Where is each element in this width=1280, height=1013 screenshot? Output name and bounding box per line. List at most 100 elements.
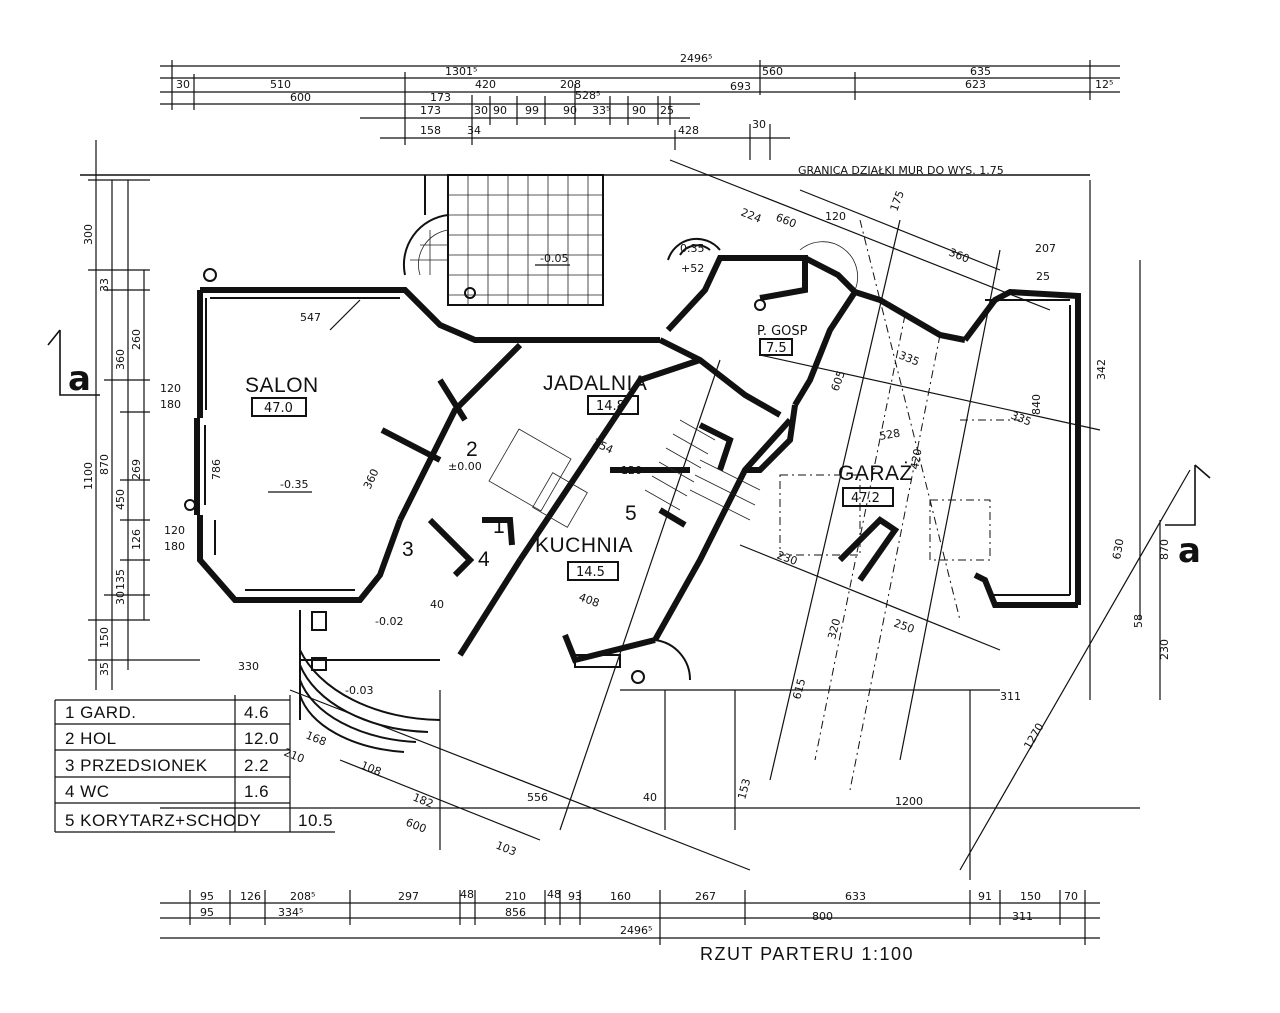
legend-row-3-area: 2.2 [244, 756, 269, 775]
section-label-right: a [1178, 531, 1201, 571]
dim-right-342: 342 [1095, 359, 1108, 380]
dim-left-360: 360 [114, 349, 127, 370]
dim-top-90a: 90 [493, 104, 507, 117]
dim-top-30b: 30 [474, 104, 488, 117]
garage-parking-outline [779, 219, 1020, 791]
dim-left-1100: 1100 [82, 462, 95, 490]
dim-left-120: 120 [160, 382, 181, 395]
dim-left-180: 180 [160, 398, 181, 411]
dim-left-126: 126 [130, 529, 143, 550]
dim-bottom-70: 70 [1064, 890, 1078, 903]
dim-left-180b: 180 [164, 540, 185, 553]
dim-left-450: 450 [114, 489, 127, 510]
room-number-4: 4 [478, 548, 490, 571]
right-dimension-chains: 207 25 342 1270 630 870 230 311 58 [1000, 180, 1171, 752]
dim-mid-408: 408 [577, 591, 601, 610]
dim-top-25: 25 [660, 104, 674, 117]
level-porch: -0.02 [375, 615, 403, 628]
dim-top-34: 34 [467, 124, 481, 137]
dim-mid-600: 600 [404, 816, 428, 836]
room-salon-label: SALON [245, 374, 319, 397]
dim-left-135: 135 [114, 569, 127, 590]
drawing-title: RZUT PARTERU 1:100 [700, 944, 914, 964]
dim-bottom-91: 91 [978, 890, 992, 903]
dim-mid-360b: 360 [361, 467, 382, 492]
dim-left-35: 35 [98, 662, 111, 676]
dim-right-25: 25 [1036, 270, 1050, 283]
room-jadalnia-label: JADALNIA [543, 372, 647, 395]
dim-left-260: 260 [130, 329, 143, 350]
section-mark-right: a [1165, 464, 1211, 571]
legend-row: 1 GARD. 4.6 [65, 703, 269, 722]
dim-top-99: 99 [525, 104, 539, 117]
room-jadalnia-area: 14.8 [596, 399, 625, 414]
room-garaz-area: 47.2 [851, 491, 880, 506]
room-number-2: 2 [466, 438, 478, 461]
dim-mid-175: 175 [888, 189, 907, 213]
level-hol: ±0.00 [448, 460, 482, 473]
level-terrace: -0.05 [540, 252, 568, 265]
legend-row: 4 WC 1.6 [65, 782, 269, 801]
dim-mid-556: 556 [527, 791, 548, 804]
dim-top-125: 12⁵ [1095, 78, 1113, 91]
dim-mid-168: 168 [304, 729, 328, 749]
dim-mid-1200: 1200 [895, 795, 923, 808]
dim-top-30: 30 [176, 78, 190, 91]
level-entry: -0.03 [345, 684, 373, 697]
dim-bottom-150: 150 [1020, 890, 1041, 903]
dim-bottom-800: 800 [812, 910, 833, 923]
room-number-5: 5 [625, 502, 637, 525]
level-pgosp: +52 [681, 262, 704, 275]
dim-top-173b: 173 [420, 104, 441, 117]
dim-left-150: 150 [98, 627, 111, 648]
level-salon: -0.35 [280, 478, 308, 491]
dim-left-269: 269 [130, 459, 143, 480]
dim-top-1301: 1301⁵ [445, 65, 477, 78]
dim-right-311: 311 [1000, 690, 1021, 703]
dim-top-335: 33⁵ [592, 104, 610, 117]
dim-right-230: 230 [1158, 639, 1171, 660]
dim-bottom-overall: 2496⁵ [620, 924, 652, 937]
dim-mid-528: 528 [878, 427, 901, 443]
room-kuchnia: KUCHNIA 14.5 [535, 534, 633, 581]
dim-top-693: 693 [730, 80, 751, 93]
dim-left-120b: 120 [164, 524, 185, 537]
legend-row: 2 HOL 12.0 [65, 729, 279, 748]
dim-mid-660: 660 [774, 211, 798, 231]
dim-top-560: 560 [762, 65, 783, 78]
dim-bottom-95b: 95 [200, 906, 214, 919]
dim-top-90b: 90 [563, 104, 577, 117]
level-035: 0.35 [680, 242, 705, 255]
dim-top-635: 635 [970, 65, 991, 78]
bottom-dimension-chains: 95 126 208⁵ 297 48 210 48 93 160 267 633… [160, 888, 1100, 945]
dim-bottom-210: 210 [505, 890, 526, 903]
dim-overall-top: 2496⁵ [680, 52, 712, 65]
dim-left-30: 30 [114, 591, 127, 605]
dim-right-207: 207 [1035, 242, 1056, 255]
dim-top-420: 420 [475, 78, 496, 91]
dim-top-5285: 528⁵ [575, 89, 600, 102]
room-garaz: GARAŻ 47.2 [838, 462, 912, 507]
dim-mid-547: 547 [300, 311, 321, 324]
dim-mid-330: 330 [238, 660, 259, 673]
dim-mid-250: 250 [892, 617, 916, 636]
dim-bottom-297: 297 [398, 890, 419, 903]
dim-mid-360: 360 [947, 246, 971, 266]
dim-right-870: 870 [1158, 539, 1171, 560]
dim-mid-103: 103 [494, 839, 518, 859]
dim-mid-224: 224 [739, 206, 763, 226]
room-labels: SALON 47.0 JADALNIA 14.8 KUCHNIA 14.5 GA… [245, 324, 912, 581]
room-jadalnia: JADALNIA 14.8 [543, 372, 647, 415]
dim-top-510: 510 [270, 78, 291, 91]
dim-mid-840: 840 [1030, 394, 1043, 415]
bottom-reference-lines [160, 690, 1140, 880]
windows [184, 268, 1071, 684]
left-dimension-chains: 300 33 360 260 120 180 1100 870 269 450 … [82, 140, 200, 690]
dim-bottom-2085: 208⁵ [290, 890, 315, 903]
terrace-paving [402, 174, 604, 306]
room-pgosp-area: 7.5 [766, 341, 787, 356]
room-pgosp-label: P. GOSP [757, 324, 808, 339]
dim-mid-420: 420 [908, 448, 924, 471]
room-pgosp: P. GOSP 7.5 [757, 324, 808, 356]
